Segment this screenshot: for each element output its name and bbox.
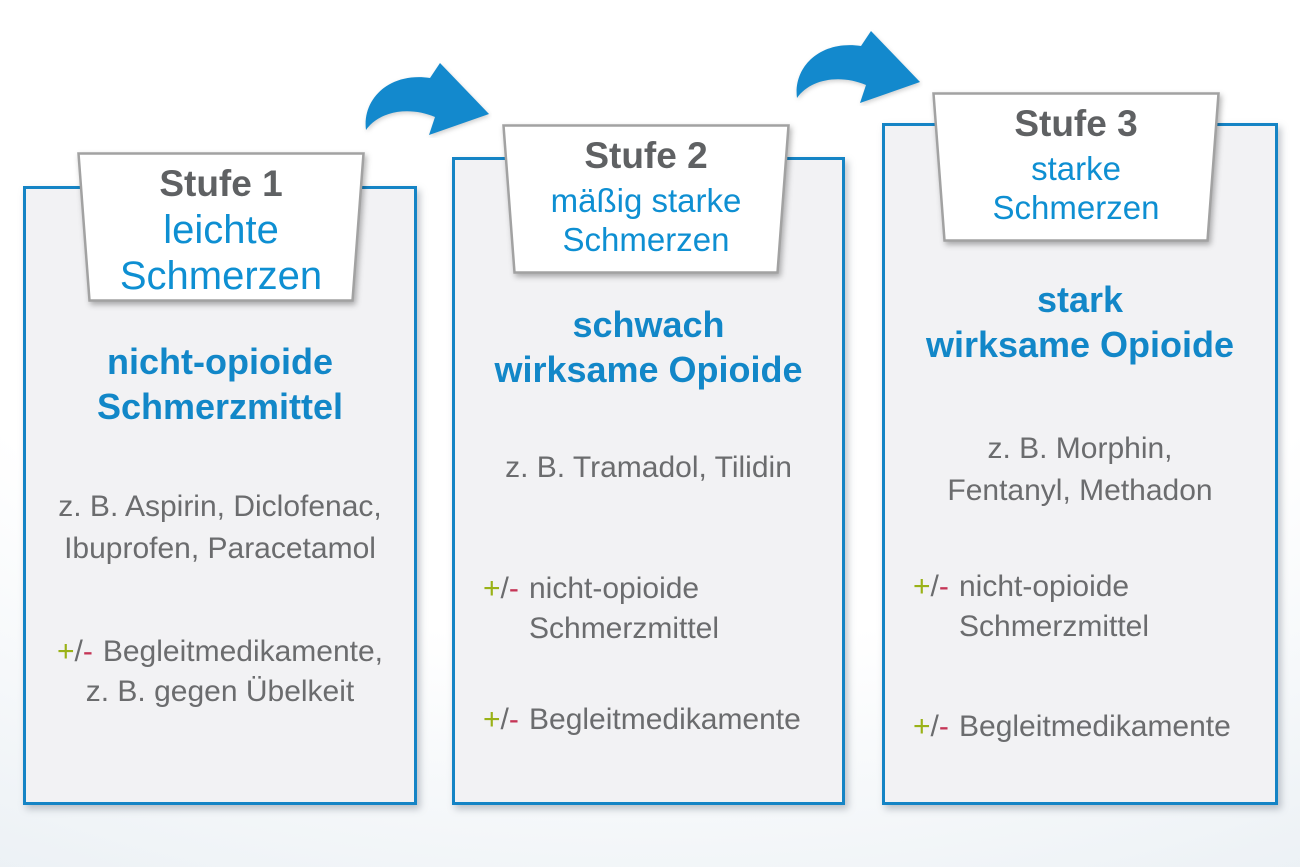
minus-sign: - (938, 710, 949, 743)
stage-2-examples: z. B. Tramadol, Tilidin (455, 447, 842, 489)
subtitle-line: Schmerzen (992, 189, 1160, 226)
drug-class-line: wirksame Opioide (494, 349, 803, 390)
plus-sign: + (483, 703, 501, 736)
card-trapezoid-shape (932, 92, 1220, 242)
stage-2-adjuvant-item: +/-nicht-opioide Schmerzmittel (483, 569, 836, 649)
adjuvant-line: z. B. gegen Übelkeit (85, 675, 355, 708)
adjuvant-line: Begleitmedikamente, (102, 635, 384, 668)
slash-sign: / (74, 635, 83, 668)
minus-sign: - (938, 570, 949, 603)
stage-title: Stufe 2 (584, 135, 708, 176)
drug-class-line: schwach (572, 304, 725, 345)
slash-sign: / (500, 572, 509, 605)
adjuvant-line: Begleitmedikamente (959, 710, 1231, 743)
adjuvant-line: Schmerzmittel (529, 612, 720, 645)
card-text: Stufe 1 leichte Schmerzen (76, 151, 366, 299)
drug-class-line: stark (1036, 279, 1124, 320)
stage-2-drug-class: schwach wirksame Opioide (455, 302, 842, 392)
plus-minus-prefix: +/- (57, 635, 93, 668)
adjuvant-line: nicht-opioide (529, 572, 700, 605)
subtitle-line: starke (1031, 150, 1121, 187)
plus-sign: + (56, 635, 75, 668)
subtitle-line: mäßig starke (550, 182, 742, 219)
stage-3-header-card: Stufe 3 starke Schmerzen (931, 91, 1221, 243)
stage-1-header-card: Stufe 1 leichte Schmerzen (76, 151, 366, 303)
drug-class-line: Schmerzmittel (96, 386, 344, 427)
slash-sign: / (500, 703, 509, 736)
stage-3-adjuvant-item: +/-nicht-opioide Schmerzmittel (913, 567, 1269, 647)
plus-minus-prefix: +/- (483, 569, 529, 609)
minus-sign: - (508, 572, 519, 605)
examples-line: Ibuprofen, Paracetamol (64, 532, 376, 565)
card-trapezoid-shape (502, 124, 790, 274)
stage-subtitle: leichte Schmerzen (76, 207, 366, 299)
stage-2-adjuvant-item: +/-Begleitmedikamente (483, 700, 836, 740)
stage-3-examples: z. B. Morphin, Fentanyl, Methadon (885, 428, 1275, 512)
curved-arrow-icon (796, 31, 920, 103)
examples-line: Fentanyl, Methadon (947, 474, 1213, 507)
subtitle-line: Schmerzen (562, 221, 730, 258)
stage-1-drug-class: nicht-opioide Schmerzmittel (26, 339, 414, 429)
plus-sign: + (913, 710, 931, 743)
card-trapezoid-shape (77, 152, 365, 302)
minus-sign: - (508, 703, 519, 736)
subtitle-line: Schmerzen (119, 254, 323, 298)
stage-1-examples: z. B. Aspirin, Diclofenac, Ibuprofen, Pa… (26, 486, 414, 570)
examples-line: z. B. Aspirin, Diclofenac, (58, 490, 382, 523)
stage-subtitle: starke Schmerzen (931, 149, 1221, 227)
plus-sign: + (913, 570, 931, 603)
adjuvant-line: nicht-opioide (959, 570, 1130, 603)
stage-2-header-card: Stufe 2 mäßig starke Schmerzen (501, 123, 791, 275)
subtitle-line: leichte (163, 208, 279, 252)
stage-3-drug-class: stark wirksame Opioide (885, 277, 1275, 367)
adjuvant-line: Begleitmedikamente (529, 703, 801, 736)
plus-minus-prefix: +/- (913, 567, 959, 607)
plus-minus-prefix: +/- (483, 700, 529, 740)
card-text: Stufe 2 mäßig starke Schmerzen (501, 123, 791, 259)
slash-sign: / (930, 710, 939, 743)
stage-3-adjuvant-item: +/-Begleitmedikamente (913, 707, 1269, 747)
curved-arrow-icon (365, 63, 489, 135)
stage-subtitle: mäßig starke Schmerzen (501, 181, 791, 259)
adjuvant-line: Schmerzmittel (959, 610, 1150, 643)
examples-line: z. B. Morphin, (987, 432, 1173, 465)
plus-sign: + (483, 572, 501, 605)
slash-sign: / (930, 570, 939, 603)
stage-title: Stufe 1 (159, 163, 283, 204)
stage-title: Stufe 3 (1014, 103, 1138, 144)
plus-minus-prefix: +/- (913, 707, 959, 747)
drug-class-line: nicht-opioide (107, 341, 333, 382)
stage-1-adjuvant-item: +/-Begleitmedikamente, z. B. gegen Übelk… (26, 632, 414, 712)
minus-sign: - (82, 635, 93, 668)
examples-line: z. B. Tramadol, Tilidin (505, 451, 792, 484)
card-text: Stufe 3 starke Schmerzen (931, 91, 1221, 227)
drug-class-line: wirksame Opioide (925, 324, 1235, 365)
